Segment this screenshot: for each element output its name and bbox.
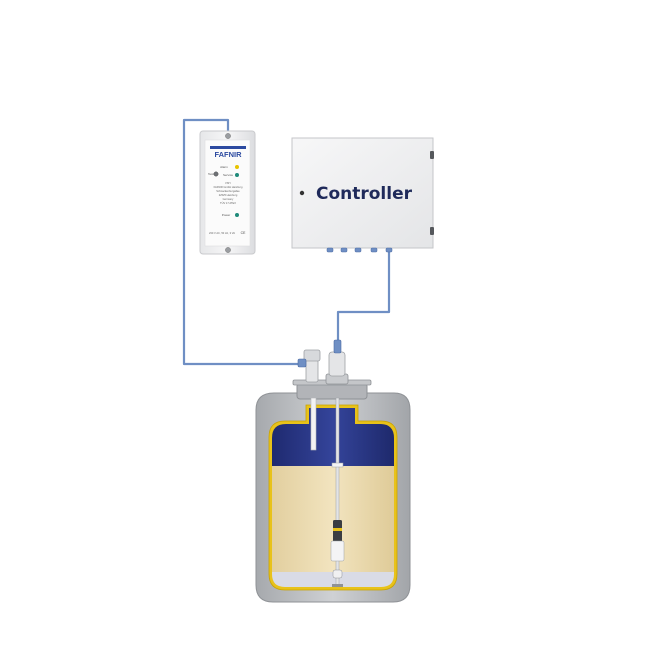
product-float-band [333, 528, 342, 531]
probe-head [328, 351, 346, 377]
tank-fittings [297, 339, 349, 385]
top-screw-icon [225, 133, 231, 139]
service-led-icon [235, 173, 239, 177]
test-button-icon [213, 171, 219, 177]
cable-gland [385, 247, 393, 253]
sensor-fitting-body [305, 359, 319, 383]
cables [182, 118, 391, 366]
brand-bar [210, 146, 246, 149]
fill-pipe [310, 397, 317, 451]
module-text-line: VISY [225, 181, 231, 185]
controller-label: Controller [316, 184, 413, 204]
module-text-lines: VISY FAFNIR GmbH Hamburg Schnackenburgal… [214, 181, 243, 205]
controller-cable [336, 250, 391, 348]
service-led-label: Service [223, 173, 233, 177]
module-cable [182, 118, 300, 366]
right-hinge-bottom [430, 227, 434, 235]
bottom-screw-icon [225, 247, 231, 253]
probe-connector [333, 339, 342, 354]
cable-gland [370, 247, 378, 253]
right-hinge-top [430, 151, 434, 159]
probe-foot [332, 584, 343, 587]
alarm-led-label: Alarm [220, 165, 228, 169]
water-level [272, 572, 394, 587]
lock-icon [299, 190, 305, 196]
module-text-line: TÜV 17 ATEX [220, 201, 236, 205]
sensor-connector [297, 358, 307, 368]
module-text-line: 22525 Hamburg [219, 193, 238, 197]
cable-gland [326, 247, 334, 253]
brand-logo: FAFNIR [214, 150, 242, 159]
cable-glands [326, 247, 393, 253]
power-led-icon [235, 213, 239, 217]
test-button-label: Test [208, 172, 214, 176]
water-float [332, 569, 343, 579]
cable-gland [340, 247, 348, 253]
module-text-line: FAFNIR GmbH Hamburg [214, 185, 243, 189]
cable-gland [354, 247, 362, 253]
float-housing [330, 540, 345, 562]
module-footer: 230 V AC, 50 Hz, 3 VA [209, 231, 235, 235]
module-text-line: Germany [223, 197, 234, 201]
storage-tank [255, 379, 411, 603]
power-led-label: Power [222, 213, 231, 217]
sensor-fitting-cap [303, 349, 321, 362]
alarm-led-icon [235, 165, 239, 169]
fafnir-module: FAFNIR Alarm Test Service VISY FAFNIR Gm… [199, 130, 256, 255]
vapor-space [272, 408, 394, 466]
module-text-line: Schnackenburgallee [216, 189, 240, 193]
level-marker [331, 462, 344, 468]
controller-box: Controller [291, 137, 434, 253]
ce-mark: CE [241, 231, 246, 235]
